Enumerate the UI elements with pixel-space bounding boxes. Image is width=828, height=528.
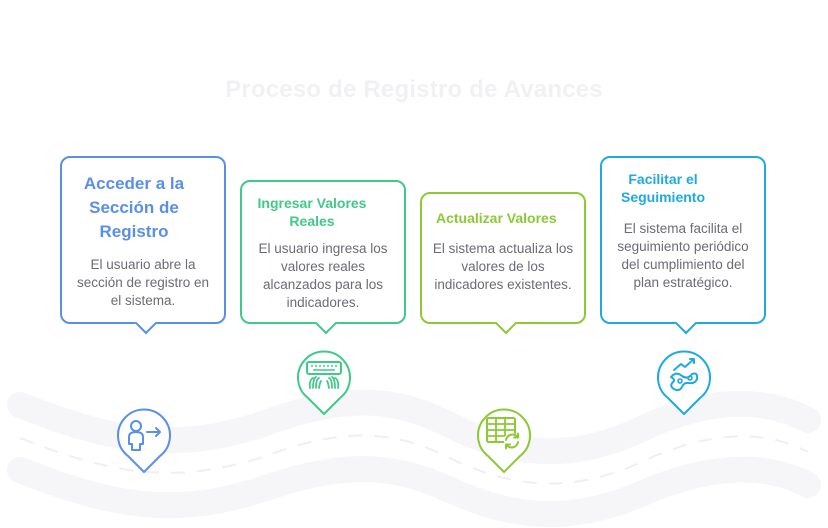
step-card-4: Facilitar el Seguimiento El sistema faci… bbox=[600, 156, 766, 335]
step-text-1: El usuario abre la sección de registro e… bbox=[76, 257, 210, 308]
diagram-title: Proceso de Registro de Avances bbox=[225, 76, 603, 103]
step-card-1: Acceder a la Sección de Registro El usua… bbox=[60, 156, 226, 335]
keyboard-hands-icon bbox=[297, 350, 351, 415]
user-arrow-icon bbox=[117, 408, 171, 473]
step-text-2: El usuario ingresa los valores reales al… bbox=[258, 241, 388, 310]
step-title-1: Acceder a la Sección de Registro bbox=[83, 174, 185, 241]
progress-chart-icon bbox=[657, 350, 711, 415]
table-refresh-icon bbox=[477, 408, 531, 473]
step-card-2: Ingresar Valores Reales El usuario ingre… bbox=[240, 180, 406, 335]
step-text-4: El sistema facilita el seguimiento perió… bbox=[617, 221, 749, 290]
step-text-3: El sistema actualiza los valores de los … bbox=[432, 241, 574, 292]
step-title-3: Actualizar Valores bbox=[436, 210, 557, 226]
step-title-4: Facilitar el Seguimiento bbox=[620, 171, 705, 205]
step-card-3: Actualizar Valores El sistema actualiza … bbox=[420, 192, 586, 335]
step-title-2: Ingresar Valores Reales bbox=[257, 195, 367, 229]
